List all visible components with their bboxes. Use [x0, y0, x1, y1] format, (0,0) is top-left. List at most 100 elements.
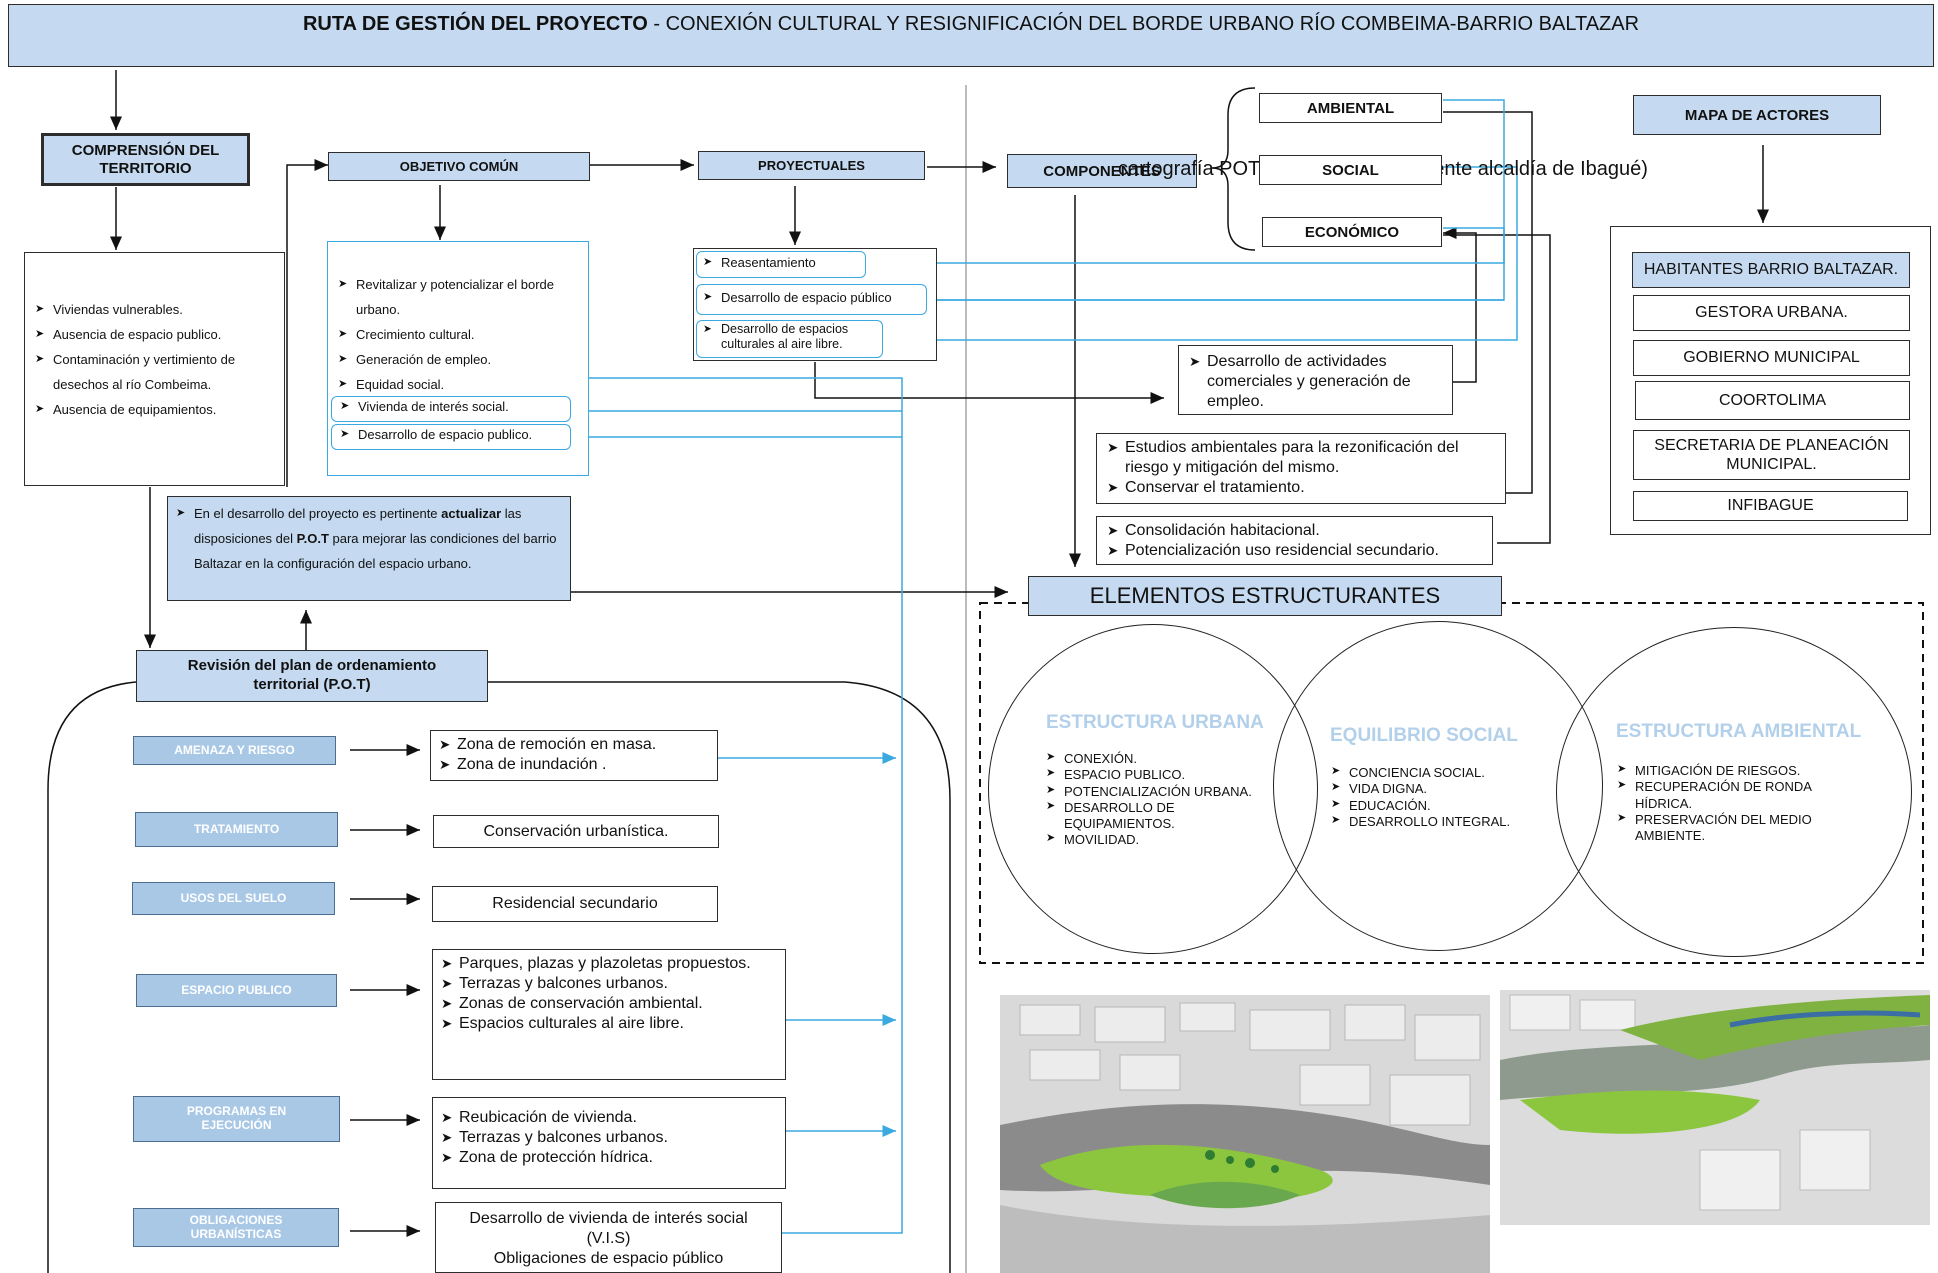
pot-note: En el desarrollo del proyecto es pertine…	[167, 496, 571, 601]
proyectual-reasentamiento-text: Reasentamiento	[703, 255, 865, 270]
social-item: EDUCACIÓN.	[1331, 798, 1551, 814]
amb-action-item: Estudios ambientales para la rezonificac…	[1107, 438, 1497, 478]
urbana-item: DESARROLLO DE EQUIPAMIENTOS.	[1046, 800, 1276, 833]
comprension-item: Viviendas vulnerables.	[35, 297, 276, 322]
amenaza-item: Zona de remoción en masa.	[439, 735, 711, 755]
title-rest: - CONEXIÓN CULTURAL Y RESIGNIFICACIÓN DE…	[647, 13, 1640, 35]
espacio-publico-item: Zonas de conservación ambiental.	[441, 994, 779, 1014]
proyectual-reasentamiento: Reasentamiento	[696, 251, 866, 278]
comprension-item: Ausencia de espacio publico.	[35, 322, 276, 347]
objetivo-item: Crecimiento cultural.	[338, 322, 582, 347]
social-item: VIDA DIGNA.	[1331, 781, 1551, 797]
tag-programas-ejecucion: PROGRAMAS EN EJECUCIÓN	[133, 1096, 340, 1142]
actor-habitantes: HABITANTES BARRIO BALTAZAR.	[1632, 252, 1910, 288]
proyectual-espacio-text: Desarrollo de espacio público	[703, 290, 926, 305]
render-1-drawing	[1000, 995, 1490, 1273]
obligaciones-line-1: Desarrollo de vivienda de interés social	[469, 1210, 748, 1227]
espacio-publico-box: Parques, plazas y plazoletas propuestos.…	[432, 949, 786, 1080]
comprension-item: Contaminación y vertimiento de desechos …	[35, 347, 276, 397]
revision-title: Revisión del plan de ordenamiento territ…	[136, 650, 488, 702]
ambiental-item: PRESERVACIÓN DEL MEDIO AMBIENTE.	[1617, 812, 1847, 845]
urbana-items-wrap: CONEXIÓN.ESPACIO PUBLICO.POTENCIALIZACIÓ…	[1046, 751, 1276, 849]
title-bold: RUTA DE GESTIÓN DEL PROYECTO	[302, 13, 648, 35]
espacio-publico-items: Parques, plazas y plazoletas propuestos.…	[441, 954, 779, 1034]
render-2-drawing	[1500, 990, 1930, 1225]
programas-items: Reubicación de vivienda.Terrazas y balco…	[441, 1108, 779, 1168]
social-items: CONCIENCIA SOCIAL.VIDA DIGNA.EDUCACIÓN.D…	[1331, 765, 1551, 830]
programas-item: Terrazas y balcones urbanos.	[441, 1128, 779, 1148]
objetivo-vis: Vivienda de interés social.	[331, 396, 571, 422]
tag-espacio-publico: ESPACIO PUBLICO	[136, 974, 337, 1007]
objetivo-item: Generación de empleo.	[338, 347, 582, 372]
actor-gobierno: GOBIERNO MUNICIPAL	[1633, 340, 1910, 376]
espacio-publico-item: Espacios culturales al aire libre.	[441, 1014, 779, 1034]
eco-actions-box: Desarrollo de actividades comerciales y …	[1178, 345, 1453, 415]
amenaza-box: Zona de remoción en masa.Zona de inundac…	[430, 730, 718, 781]
obligaciones-line-2: (V.I.S)	[586, 1230, 631, 1247]
actor-secretaria: SECRETARIA DE PLANEACIÓN MUNICIPAL.	[1633, 430, 1910, 480]
urbana-item: MOVILIDAD.	[1046, 832, 1276, 848]
urbana-item: POTENCIALIZACIÓN URBANA.	[1046, 784, 1276, 800]
tag-obligaciones: OBLIGACIONES URBANÍSTICAS	[133, 1208, 339, 1247]
proyectual-culturales-text: Desarrollo de espacios culturales al air…	[703, 322, 882, 352]
ambiental-item: MITIGACIÓN DE RIESGOS.	[1617, 763, 1847, 779]
tag-amenaza-riesgo: AMENAZA Y RIESGO	[133, 736, 336, 765]
elementos-title: ELEMENTOS ESTRUCTURANTES	[1028, 576, 1502, 616]
social-item: CONCIENCIA SOCIAL.	[1331, 765, 1551, 781]
objetivo-items: Revitalizar y potencializar el borde urb…	[338, 272, 582, 397]
ambiental-title: ESTRUCTURA AMBIENTAL	[1616, 721, 1862, 742]
espacio-publico-item: Parques, plazas y plazoletas propuestos.	[441, 954, 779, 974]
urbana-items: CONEXIÓN.ESPACIO PUBLICO.POTENCIALIZACIÓ…	[1046, 751, 1276, 849]
programas-item: Zona de protección hídrica.	[441, 1148, 779, 1168]
urbana-item: CONEXIÓN.	[1046, 751, 1276, 767]
amb-actions-box: Estudios ambientales para la rezonificac…	[1096, 433, 1506, 504]
eco-action-item: Desarrollo de actividades comerciales y …	[1189, 352, 1444, 412]
ambiental-item: RECUPERACIÓN DE RONDA HÍDRICA.	[1617, 779, 1847, 812]
obligaciones-box: Desarrollo de vivienda de interés social…	[435, 1202, 782, 1273]
amb-action-items: Estudios ambientales para la rezonificac…	[1107, 438, 1497, 498]
objetivo-item: Equidad social.	[338, 372, 582, 397]
amb-action-item: Conservar el tratamiento.	[1107, 478, 1497, 498]
amenaza-items: Zona de remoción en masa.Zona de inundac…	[439, 735, 711, 775]
proyectual-culturales: Desarrollo de espacios culturales al air…	[696, 320, 883, 358]
soc-action-item: Consolidación habitacional.	[1107, 521, 1484, 541]
urbana-item: ESPACIO PUBLICO.	[1046, 767, 1276, 783]
pot-note-bold1: actualizar	[441, 506, 502, 521]
urbana-title: ESTRUCTURA URBANA	[1046, 712, 1264, 733]
actor-gestora: GESTORA URBANA.	[1633, 295, 1910, 331]
componente-ambiental: AMBIENTAL	[1259, 93, 1442, 123]
project-render-2	[1500, 990, 1930, 1225]
actores-title: MAPA DE ACTORES	[1633, 95, 1881, 135]
ambiental-items: MITIGACIÓN DE RIESGOS.RECUPERACIÓN DE RO…	[1617, 763, 1847, 844]
pot-note-pre: En el desarrollo del proyecto es pertine…	[194, 506, 442, 521]
project-render-1	[1000, 995, 1490, 1273]
ambiental-items-wrap: MITIGACIÓN DE RIESGOS.RECUPERACIÓN DE RO…	[1617, 763, 1847, 844]
objetivo-title: OBJETIVO COMÚN	[328, 152, 590, 181]
circle-estructura-ambiental	[1556, 627, 1912, 957]
proyectuales-title: PROYECTUALES	[698, 151, 925, 180]
proyectual-espacio: Desarrollo de espacio público	[696, 284, 927, 315]
comprension-items: Viviendas vulnerables.Ausencia de espaci…	[35, 297, 276, 422]
pot-note-mid: las disposiciones del	[194, 506, 522, 546]
tag-usos-suelo: USOS DEL SUELO	[132, 882, 335, 915]
comprension-item: Ausencia de equipamientos.	[35, 397, 276, 422]
componente-social: SOCIAL	[1259, 155, 1442, 185]
objetivo-item: Revitalizar y potencializar el borde urb…	[338, 272, 582, 322]
componente-economico: ECONÓMICO	[1262, 217, 1442, 247]
obligaciones-line-3: Obligaciones de espacio público	[493, 1250, 724, 1267]
comprension-list: Viviendas vulnerables.Ausencia de espaci…	[24, 252, 285, 486]
social-item: DESARROLLO INTEGRAL.	[1331, 814, 1551, 830]
pot-note-bold2: P.O.T	[296, 531, 329, 546]
tratamiento-box: Conservación urbanística.	[433, 815, 719, 848]
programas-item: Reubicación de vivienda.	[441, 1108, 779, 1128]
soc-actions-box: Consolidación habitacional.Potencializac…	[1096, 516, 1493, 565]
usos-suelo-box: Residencial secundario	[432, 886, 718, 922]
objetivo-espacio: Desarrollo de espacio publico.	[331, 424, 571, 450]
social-items-wrap: CONCIENCIA SOCIAL.VIDA DIGNA.EDUCACIÓN.D…	[1331, 765, 1551, 830]
amenaza-item: Zona de inundación .	[439, 755, 711, 775]
soc-action-items: Consolidación habitacional.Potencializac…	[1107, 521, 1484, 561]
tag-tratamiento: TRATAMIENTO	[135, 812, 338, 847]
programas-box: Reubicación de vivienda.Terrazas y balco…	[432, 1097, 786, 1189]
espacio-publico-item: Terrazas y balcones urbanos.	[441, 974, 779, 994]
